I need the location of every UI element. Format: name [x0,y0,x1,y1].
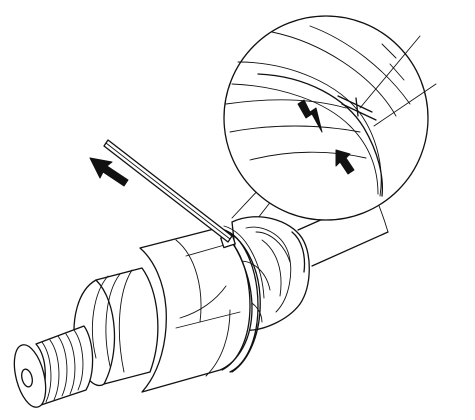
stub-shaft-housing [73,267,159,387]
spline-stub [13,325,94,408]
clearance-arrow-down-right-icon [297,99,323,133]
detail-callout-lines [359,35,437,127]
band-tool-rod [103,139,233,243]
detail-magnified-view [223,15,429,221]
pull-direction-arrow-icon [89,157,129,187]
clearance-arrow-up-left-icon [335,149,355,175]
